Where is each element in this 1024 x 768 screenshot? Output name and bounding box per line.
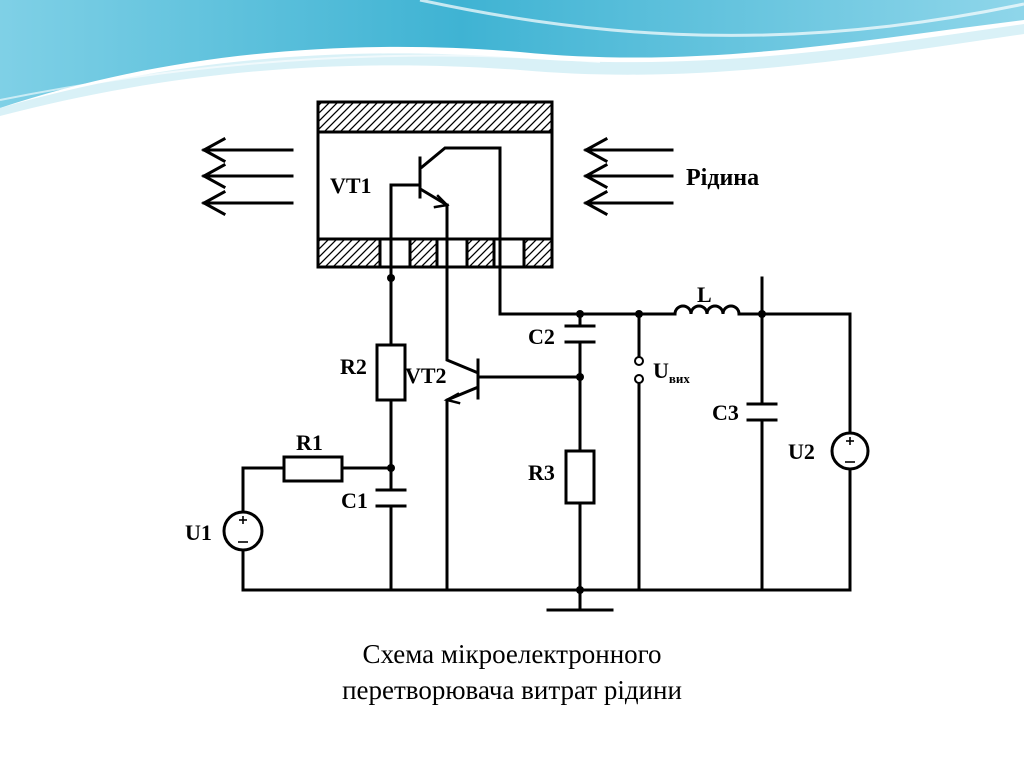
wire-right-rail xyxy=(760,276,852,592)
label-c3: C3 xyxy=(712,400,739,425)
label-l: L xyxy=(697,282,712,307)
label-vt1: VT1 xyxy=(330,173,372,198)
outflow-arrows xyxy=(200,136,294,217)
inductor-l xyxy=(673,304,852,316)
capacitor-c2 xyxy=(564,324,596,344)
label-c2: C2 xyxy=(528,324,555,349)
label-u1: U1 xyxy=(185,520,212,545)
label-r1: R1 xyxy=(296,430,323,455)
caption-line-2: перетворювача витрат рідини xyxy=(342,675,682,705)
label-u-out: Uвих xyxy=(653,358,690,386)
transistor-vt1-symbol xyxy=(389,146,502,280)
ground-bus xyxy=(241,588,852,612)
resistor-r2 xyxy=(375,343,407,402)
transistor-vt2-symbol xyxy=(443,276,582,592)
resistor-r1 xyxy=(282,455,344,483)
label-c1: C1 xyxy=(341,488,368,513)
slide-caption: Схема мікроелектронного перетворювача ви… xyxy=(262,636,762,708)
source-polarity-marks xyxy=(238,437,855,543)
capacitor-c3 xyxy=(746,402,778,422)
label-liquid: Рідина xyxy=(686,165,759,191)
label-vt2: VT2 xyxy=(405,363,447,388)
label-u-out-sub: вих xyxy=(669,371,691,386)
wire-collector-rail xyxy=(498,276,677,612)
wire-r1-loop xyxy=(241,466,393,592)
output-terminal-bottom xyxy=(634,374,644,384)
junction-dots xyxy=(387,274,766,594)
voltage-source-u2 xyxy=(830,431,870,471)
channel-top-wall xyxy=(316,100,554,134)
caption-line-1: Схема мікроелектронного xyxy=(362,639,662,669)
capacitor-c1 xyxy=(375,488,407,508)
header-wave xyxy=(0,0,1024,116)
resistor-r3 xyxy=(564,449,596,505)
voltage-source-u1 xyxy=(222,510,264,552)
flow-channel xyxy=(316,100,554,269)
label-r2: R2 xyxy=(340,354,367,379)
label-u2: U2 xyxy=(788,439,815,464)
output-terminal-top xyxy=(634,356,644,366)
label-u-out-main: U xyxy=(653,358,669,383)
inflow-arrows xyxy=(582,136,674,217)
label-r3: R3 xyxy=(528,460,555,485)
